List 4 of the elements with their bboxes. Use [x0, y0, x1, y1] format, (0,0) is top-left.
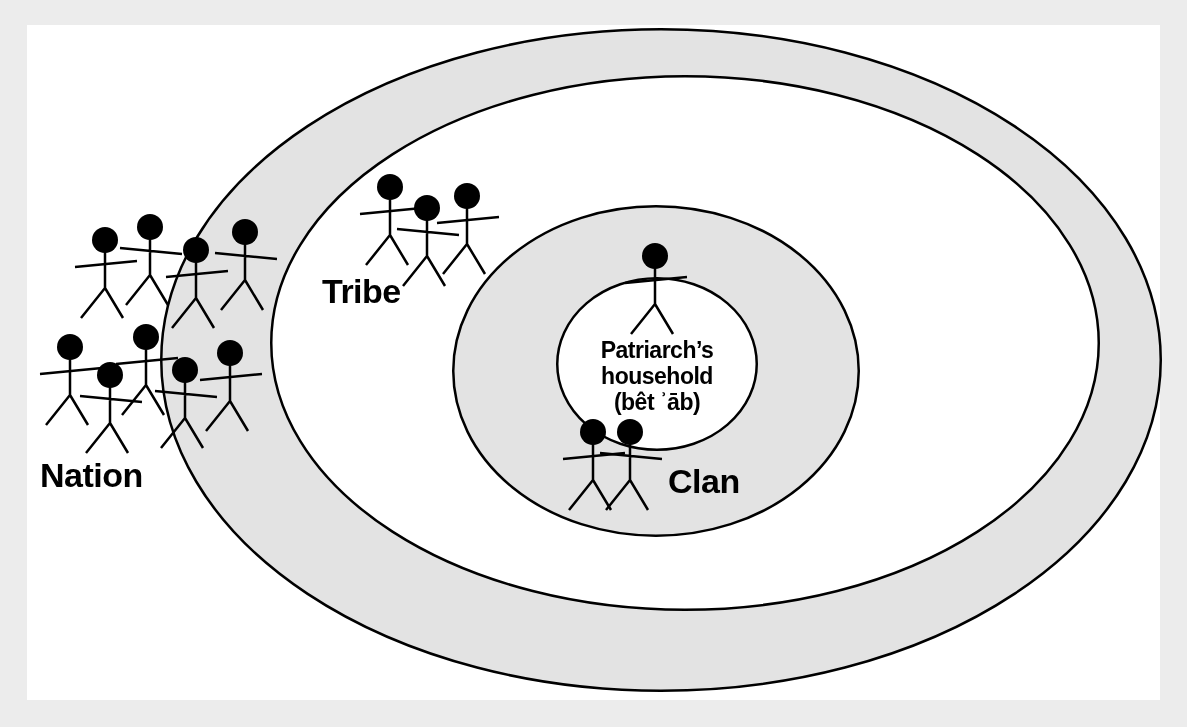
ring-label: Patriarch’s household (bêt ʾāb) — [599, 338, 715, 416]
ring-label: Nation — [40, 456, 143, 495]
ring-label: Clan — [668, 462, 740, 501]
ring-label: Tribe — [322, 272, 401, 311]
